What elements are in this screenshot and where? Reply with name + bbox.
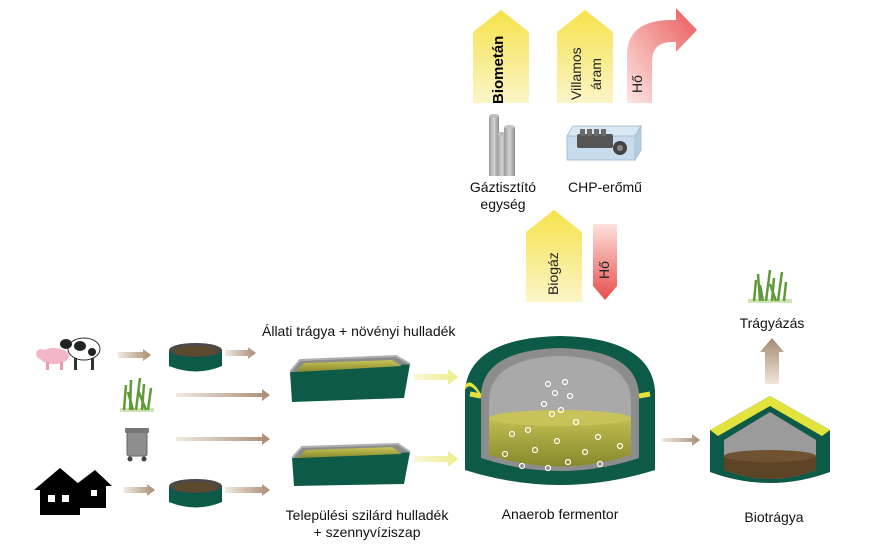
- arrow-pit2-to-right: [225, 484, 270, 496]
- chp-plant-icon: [566, 124, 642, 162]
- municipal-waste-label-line1: Települési szilárd hulladék: [285, 507, 449, 523]
- mixing-trough-top: [289, 354, 411, 402]
- digestate-storage-tank: [710, 396, 830, 483]
- heat-arrow: [593, 224, 617, 300]
- manure-plant-waste-label: Állati trágya + növényi hulladék: [262, 323, 456, 339]
- electricity-label-line2: áram: [588, 58, 604, 90]
- heat-output-curved-arrow: [627, 8, 697, 103]
- biogas-arrow: [526, 210, 582, 302]
- livestock-icon: [36, 337, 101, 370]
- arrow-digestate-to-fertilization: [760, 338, 784, 384]
- electricity-label-line1: Villamos: [568, 47, 584, 100]
- reception-pit-top: [169, 343, 222, 372]
- reception-pit-bottom: [169, 479, 222, 508]
- anaerob-fermenter-tank: [465, 336, 655, 485]
- gas-cleaning-label-line2: egység: [480, 196, 526, 212]
- arrow-pit1-to-trough: [225, 347, 256, 359]
- fermenter-label: Anaerob fermentor: [501, 506, 619, 522]
- fertilization-label: Trágyázás: [739, 315, 805, 331]
- chp-label: CHP-erőmű: [568, 179, 642, 195]
- biomethane-label: Biometán: [490, 35, 507, 104]
- municipal-waste-label-line2: + szennyvíziszap: [313, 524, 421, 540]
- electricity-arrow: [557, 10, 613, 103]
- gas-cleaning-label: Gáztisztító egység: [453, 179, 553, 213]
- arrow-livestock-to-pit: [118, 349, 151, 361]
- arrow-trough-top-to-fermenter: [414, 369, 458, 385]
- digestate-label: Biotrágya: [744, 509, 804, 525]
- arrow-plant-to-trough: [176, 389, 270, 401]
- plant-waste-icon: [120, 377, 154, 412]
- houses-icon: [34, 468, 112, 515]
- municipal-waste-label: Települési szilárd hulladék + szennyvízi…: [262, 507, 472, 541]
- biogas-label: Biogáz: [545, 252, 561, 295]
- arrow-fermenter-to-digestate: [662, 434, 700, 446]
- arrow-bin-to-trough: [176, 433, 270, 445]
- heat-label: Hő: [596, 261, 612, 279]
- mixing-trough-bottom: [291, 442, 411, 486]
- heat-output-label: Hő: [629, 75, 645, 93]
- waste-bin-icon: [125, 428, 149, 462]
- arrow-trough-bottom-to-fermenter: [414, 451, 458, 467]
- gas-cleaning-label-line1: Gáztisztító: [469, 179, 537, 195]
- biomethane-arrow: [473, 10, 529, 103]
- crop-plants-icon: [748, 269, 792, 303]
- arrow-houses-to-pit: [124, 484, 155, 496]
- gas-cleaning-unit-icon: [489, 114, 515, 176]
